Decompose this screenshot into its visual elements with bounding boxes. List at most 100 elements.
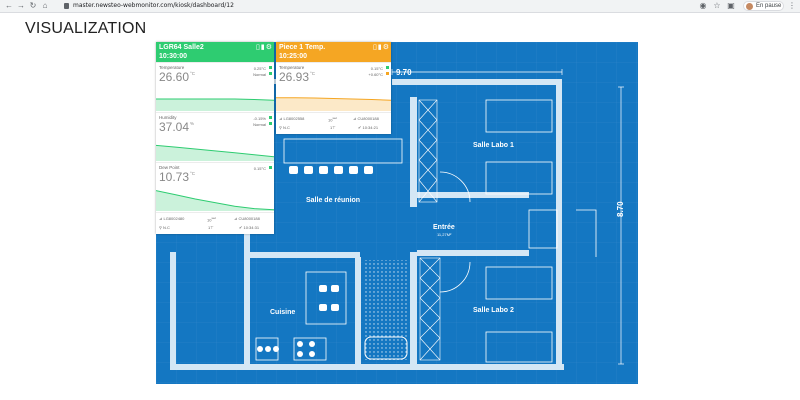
avatar [746,3,753,10]
measure-delta: -0.15% [253,116,266,121]
count: 1⊤ [208,225,214,230]
address-bar[interactable]: master.newsteo-webmonitor.com/kiosk/dash… [73,2,234,9]
back-arrow-icon[interactable]: ← [5,1,13,10]
status-indicator [269,122,272,125]
settings-icon[interactable]: ⚙ [265,44,272,51]
device-id: ⊿ LG8002480 [159,216,185,221]
device-icon: ⊿ [353,116,358,121]
lock-icon [64,3,69,9]
measure-unit: °C [310,71,316,76]
check-icon: ✔ [239,225,244,230]
home-icon[interactable]: ⌂ [42,1,48,10]
room-area: 11,27M² [437,232,452,237]
menu-dots-icon[interactable]: ⋮ [788,1,796,10]
interval: 10sec [207,216,217,223]
location-icon[interactable]: ◉ [699,1,707,10]
sparkline-line [156,190,274,211]
sparkline [156,98,274,111]
measure-temperature: Temperature 26.60 °C 0.25°C Normal [156,62,274,112]
signal-icon: ▮ [377,44,382,51]
measure-value: 37.04 [159,120,190,134]
battery-icon: ▯ [256,44,260,51]
thermometer-icon: ⚲ [159,225,164,230]
sparkline [276,97,391,111]
trend-indicator [269,116,272,119]
count: 1⊤ [330,125,336,130]
measure-status: Normal [253,122,266,127]
measure-status: +0.60°C [368,72,383,77]
status-indicator [269,72,272,75]
reload-icon[interactable]: ↻ [29,1,37,10]
bookmark-star-icon[interactable]: ☆ [713,1,721,10]
check-icon: ✔ [358,125,363,130]
sparkline-area [156,145,274,161]
dimension-width: 9.70 [396,68,412,77]
measure-label: Humidity [159,115,177,120]
thermometer-icon: ⚲ [279,125,284,130]
sensor-widget-salle2[interactable]: LGR64 Salle2 10:30:00 ▯▮⚙ Temperature 26… [156,42,274,234]
measure-humidity: Humidity 37.04 % -0.15% Normal [156,112,274,162]
signal-icon: ▮ [260,44,265,51]
room-label: Salle Labo 2 [473,307,514,314]
widget-header: Piece 1 Temp. 10:25:00 ▯▮⚙ [276,42,391,62]
sparkline [156,144,274,161]
trend-indicator [386,66,389,69]
interval: 10sec [328,116,338,123]
status-indicator [386,72,389,75]
measure-unit: °C [190,171,196,176]
state: ⚲ N.C [279,125,290,130]
measure-temperature: Temperature 26.93 °C 0.15°C +0.60°C [276,62,391,112]
sparkline [156,190,274,211]
pin-icon: ⊤ [332,125,336,130]
serial: ⊿ CU8000188 [353,116,379,121]
forward-arrow-icon[interactable]: → [17,1,25,10]
widget-title: LGR64 Salle2 [159,44,204,51]
room-label: Entrée [433,224,455,231]
checked-time: ✔ 10:34:21 [358,125,379,130]
dimension-height: 8.70 [616,201,625,217]
pin-icon: ⊤ [210,225,214,230]
measure-label: Dew Point [159,165,180,170]
extension-icon[interactable]: ▣ [727,1,735,10]
sparkline-line [156,144,274,158]
profile-status: En pause [756,3,782,9]
measure-unit: °C [190,71,196,76]
trend-indicator [269,166,272,169]
measure-label: Temperature [279,65,305,70]
room-label: Salle Labo 1 [473,142,514,149]
widget-footer: ⊿ LG8002480 10sec ⊿ CU8000188 ⚲ N.C 1⊤ ✔… [156,212,274,233]
room-label: Cuisine [270,309,296,316]
page-title: VISUALIZATION [25,20,147,37]
measure-delta: 0.25°C [253,66,266,71]
measure-value: 26.93 [279,70,310,84]
device-icon: ⊿ [159,216,164,221]
measure-label: Temperature [159,65,185,70]
device-id: ⊿ LG8002558 [279,116,305,121]
state: ⚲ N.C [159,225,170,230]
widget-header: LGR64 Salle2 10:30:00 ▯▮⚙ [156,42,274,62]
measure-dewpoint: Dew Point 10.73 °C 0.15°C [156,162,274,212]
trend-indicator [269,66,272,69]
sparkline-area [156,99,274,111]
settings-icon[interactable]: ⚙ [382,44,389,51]
profile-button[interactable]: En pause [743,1,784,11]
browser-toolbar: ← → ↻ ⌂ master.newsteo-webmonitor.com/ki… [0,0,800,13]
measure-status: Normal [253,72,266,77]
battery-icon: ▯ [373,44,377,51]
measure-delta: 0.15°C [370,66,383,71]
widget-time: 10:30:00 [159,53,188,60]
sensor-widget-piece1[interactable]: Piece 1 Temp. 10:25:00 ▯▮⚙ Temperature 2… [276,42,391,134]
device-icon: ⊿ [279,116,284,121]
room-label: Salle de réunion [306,197,361,204]
checked-time: ✔ 10:34:31 [239,225,260,230]
sparkline-line [156,98,274,101]
widget-time: 10:25:00 [279,53,308,60]
sparkline-area [276,97,391,111]
serial: ⊿ CU8000188 [234,216,260,221]
measure-delta: 0.15°C [253,166,266,171]
widget-footer: ⊿ LG8002558 10sec ⊿ CU8000188 ⚲ N.C 1⊤ ✔… [276,112,391,133]
measure-unit: % [190,121,195,126]
device-icon: ⊿ [234,216,239,221]
widget-title: Piece 1 Temp. [279,44,326,51]
measure-value: 26.60 [159,70,190,84]
